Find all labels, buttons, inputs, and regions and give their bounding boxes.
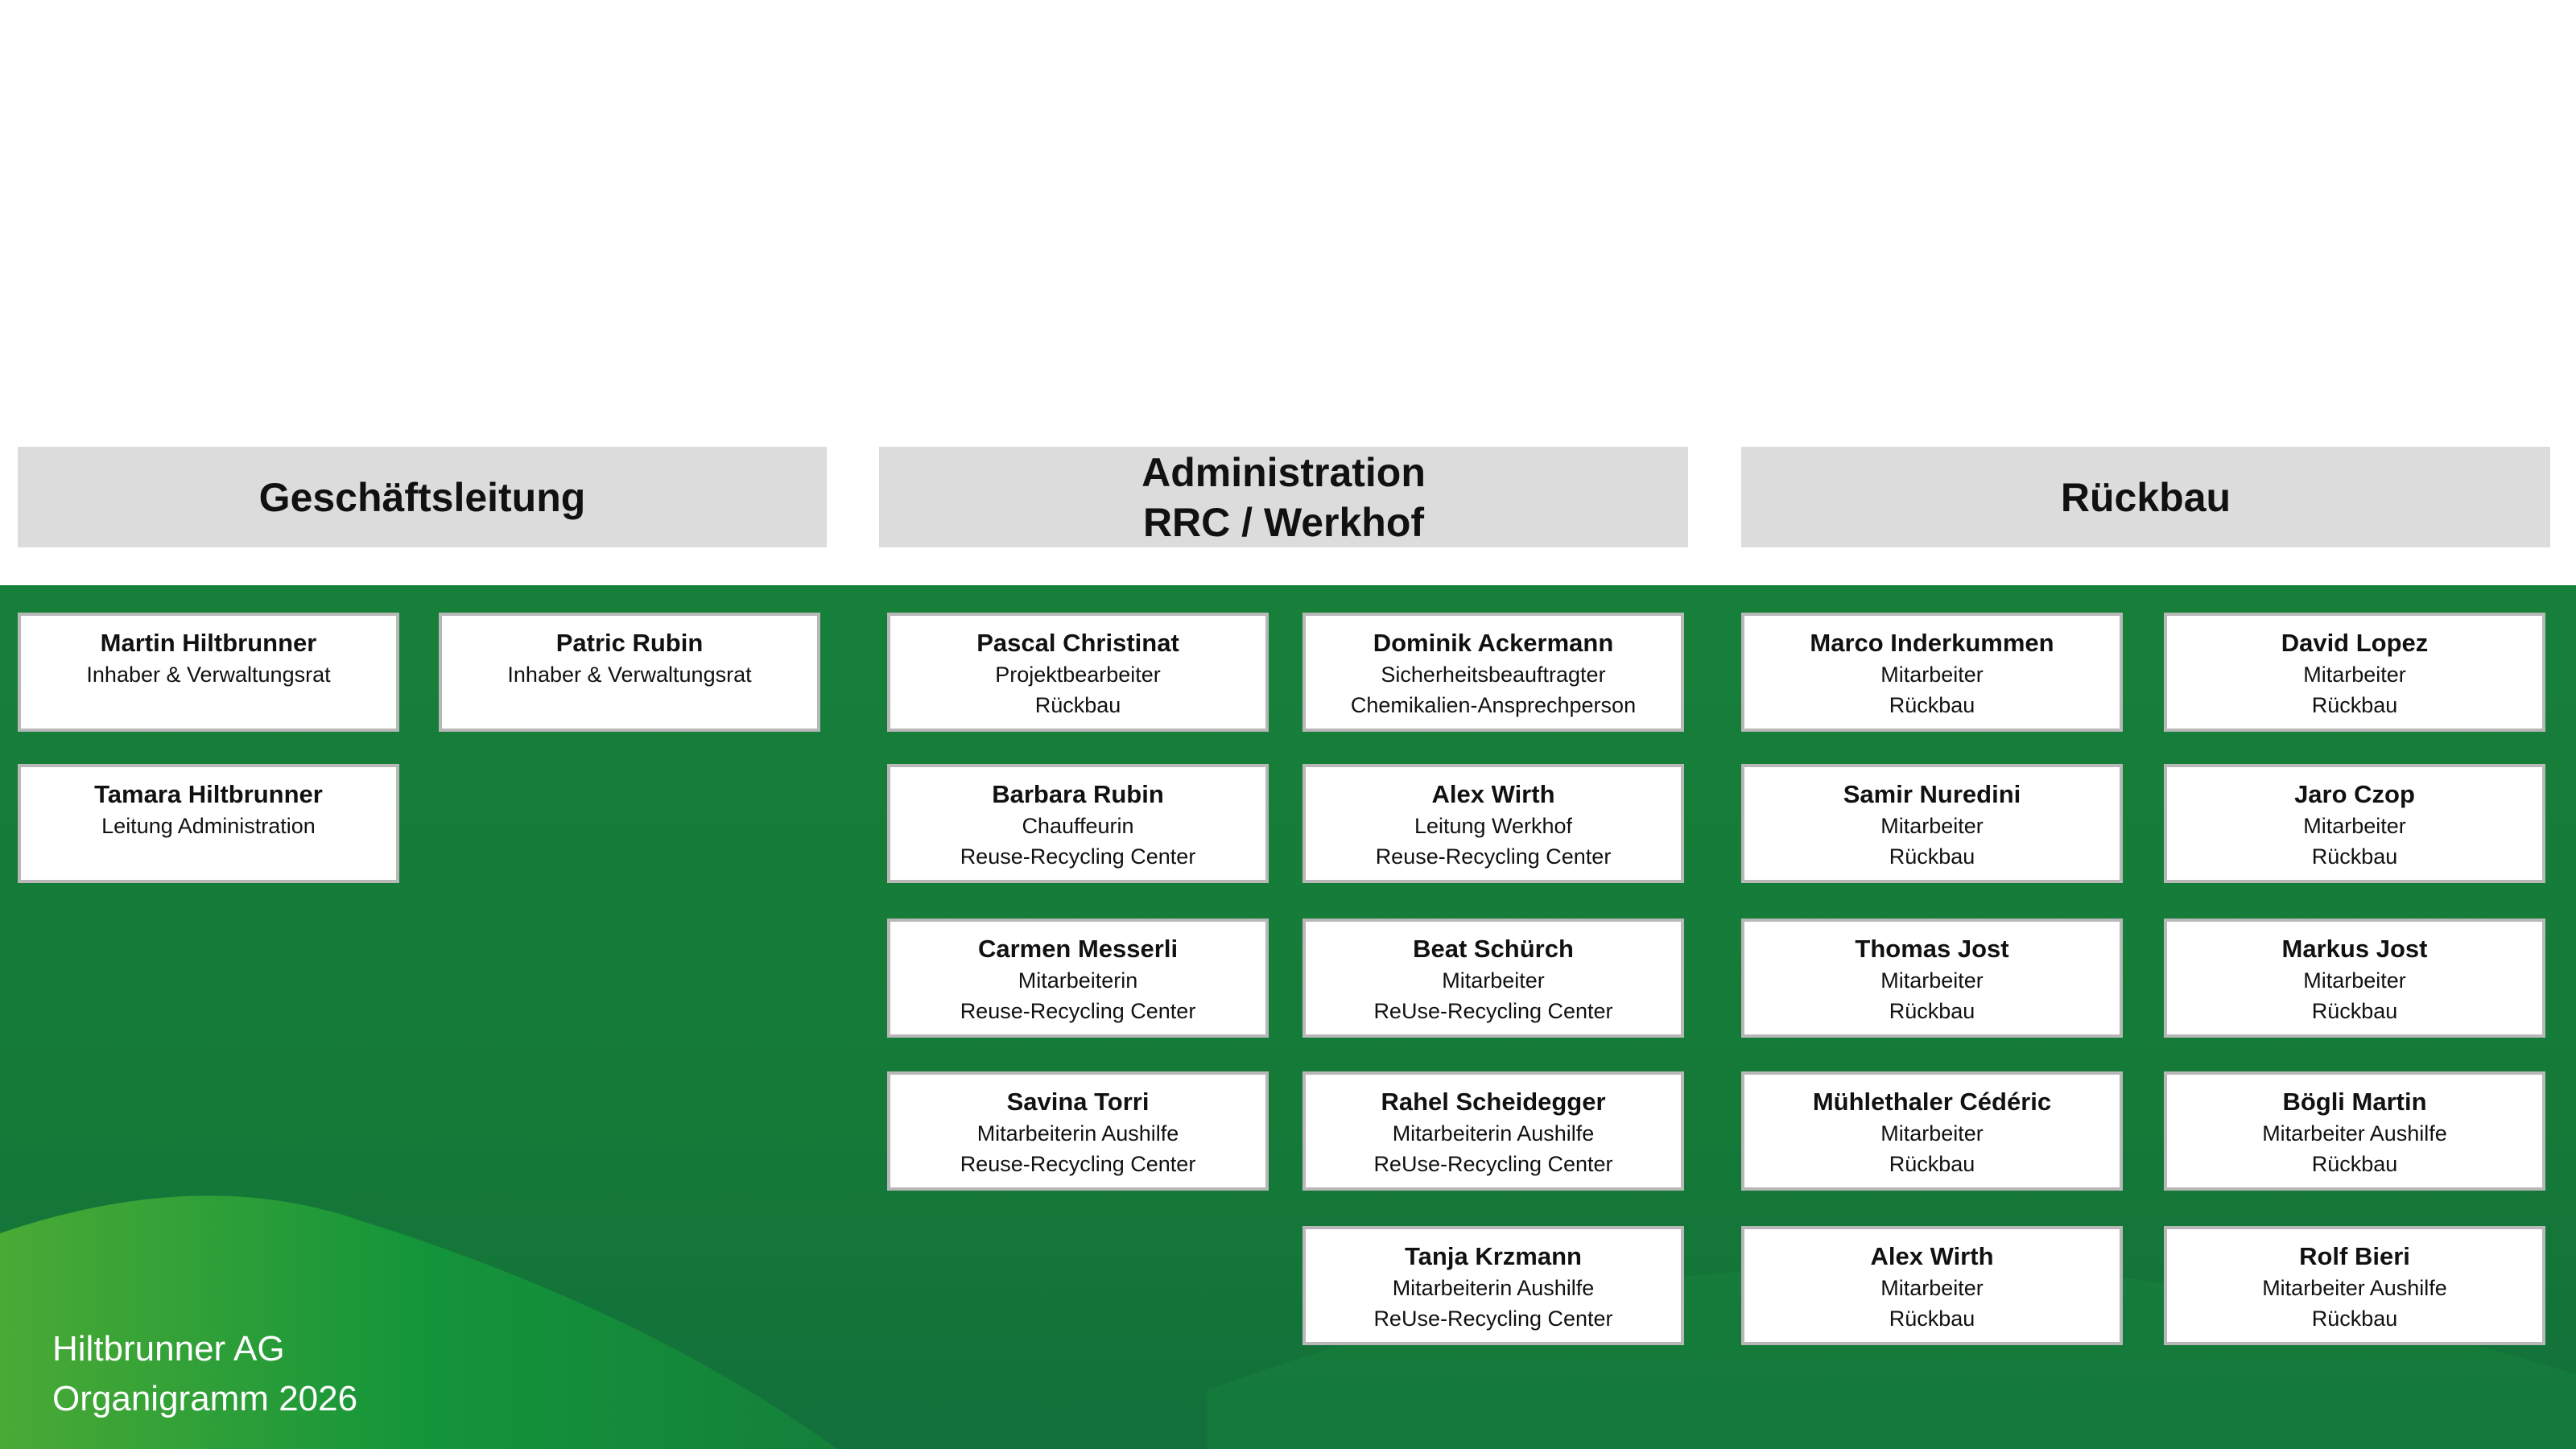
section-header-line: RRC / Werkhof [1142, 499, 1425, 545]
person-role: ReUse-Recycling Center [1373, 1152, 1613, 1176]
person-name: Barbara Rubin [992, 780, 1164, 808]
person-role: Chauffeurin [1022, 814, 1134, 838]
person-role: Chemikalien-Ansprechperson [1350, 693, 1637, 717]
person-role: Mitarbeiterin Aushilfe [1392, 1276, 1595, 1300]
person-name: Thomas Jost [1855, 935, 2009, 963]
section-header-line: Geschäftsleitung [258, 474, 586, 520]
person-name: Jaro Czop [2294, 780, 2415, 808]
person-name: Carmen Messerli [977, 935, 1179, 963]
person-role: Rückbau [1889, 1152, 1975, 1176]
person-role: Mitarbeiter Aushilfe [2262, 1121, 2447, 1146]
person-name: Mühlethaler Cédéric [1812, 1088, 2052, 1116]
person-role: Mitarbeiter [1880, 663, 1984, 687]
person-role: ReUse-Recycling Center [1373, 1307, 1613, 1331]
person-name: Savina Torri [1006, 1088, 1150, 1116]
person-role: ReUse-Recycling Center [1373, 999, 1613, 1023]
footer: Hiltbrunner AG Organigramm 2026 [52, 1324, 357, 1424]
person-role: Rückbau [2311, 844, 2398, 869]
person-role: Leitung Werkhof [1414, 814, 1573, 838]
person-name: Dominik Ackermann [1373, 629, 1614, 657]
person-role: Sicherheitsbeauftragter [1381, 663, 1606, 687]
chart-title: Organigramm 2026 [52, 1379, 358, 1418]
section-header-line: Administration [1141, 449, 1426, 495]
person-name: Bögli Martin [2282, 1088, 2427, 1116]
person-name: Beat Schürch [1413, 935, 1574, 963]
person-role: Rückbau [1889, 1307, 1975, 1331]
person-role: Mitarbeiterin Aushilfe [1392, 1121, 1595, 1146]
person-name: Samir Nuredini [1843, 780, 2021, 808]
person-role: Mitarbeiter [2303, 814, 2406, 838]
person-role: Rückbau [2311, 1307, 2398, 1331]
person-name: Martin Hiltbrunner [100, 629, 317, 657]
person-role: Mitarbeiter [2303, 968, 2406, 993]
person-role: Reuse-Recycling Center [1375, 844, 1612, 869]
person-name: Marco Inderkummen [1810, 629, 2054, 657]
person-role: Rückbau [1889, 693, 1975, 717]
person-role: Mitarbeiter Aushilfe [2262, 1276, 2447, 1300]
person-name: David Lopez [2281, 629, 2429, 657]
person-name: Rolf Bieri [2299, 1242, 2410, 1270]
section-header-line: Rückbau [2060, 474, 2231, 520]
person-role: Rückbau [1889, 999, 1975, 1023]
person-role: Rückbau [2311, 999, 2398, 1023]
person-name: Markus Jost [2281, 935, 2428, 963]
person-role: Reuse-Recycling Center [960, 844, 1196, 869]
person-role: Mitarbeiter [2303, 663, 2406, 687]
person-name: Pascal Christinat [976, 629, 1179, 657]
person-name: Patric Rubin [555, 629, 704, 657]
person-role: Rückbau [1889, 844, 1975, 869]
person-role: Mitarbeiter [1880, 968, 1984, 993]
person-role: Mitarbeiterin [1018, 968, 1138, 993]
section-header: Rückbau [1741, 447, 2550, 547]
person-role: Reuse-Recycling Center [960, 999, 1196, 1023]
person-name: Alex Wirth [1431, 780, 1555, 808]
person-role: Rückbau [2311, 693, 2398, 717]
person-role: Mitarbeiterin Aushilfe [976, 1121, 1179, 1146]
person-name: Alex Wirth [1870, 1242, 1994, 1270]
company-name: Hiltbrunner AG [52, 1329, 285, 1368]
person-role: Inhaber & Verwaltungsrat [86, 663, 331, 687]
person-role: Leitung Administration [101, 814, 316, 838]
person-name: Tamara Hiltbrunner [94, 780, 323, 808]
person-role: Inhaber & Verwaltungsrat [507, 663, 752, 687]
person-role: Reuse-Recycling Center [960, 1152, 1196, 1176]
person-role: Rückbau [1034, 693, 1121, 717]
person-role: Projektbearbeiter [995, 663, 1161, 687]
person-role: Rückbau [2311, 1152, 2398, 1176]
person-name: Tanja Krzmann [1405, 1242, 1582, 1270]
person-role: Mitarbeiter [1880, 1121, 1984, 1146]
section-header: Geschäftsleitung [18, 447, 827, 547]
person-role: Mitarbeiter [1880, 1276, 1984, 1300]
person-name: Rahel Scheidegger [1381, 1088, 1606, 1116]
person-role: Mitarbeiter [1442, 968, 1545, 993]
person-role: Mitarbeiter [1880, 814, 1984, 838]
